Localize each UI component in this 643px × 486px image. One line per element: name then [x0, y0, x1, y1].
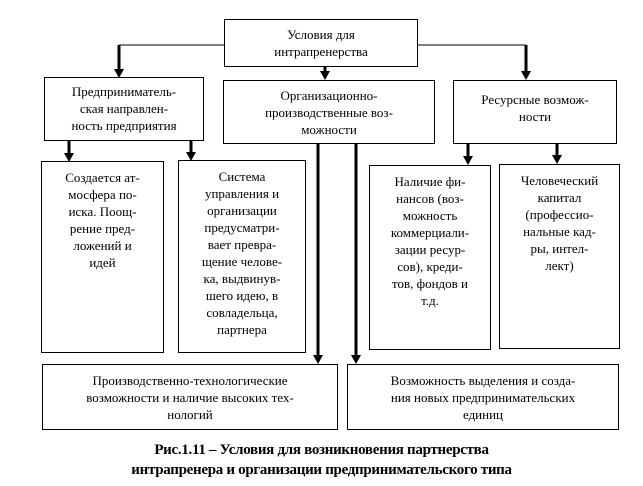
arrowhead [521, 71, 531, 80]
arrowhead [463, 156, 473, 165]
resource-opportunities-box: Ресурсные возмож- ности [453, 80, 617, 144]
arrowhead [552, 155, 562, 164]
search-atmosphere-box: Создается ат- мосфера по- иска. Поощ- ре… [41, 161, 164, 353]
finance-availability-box: Наличие фи- нансов (воз- можность коммер… [369, 165, 491, 350]
arrowhead [313, 355, 323, 364]
arrowhead [186, 152, 196, 161]
figure-caption: Рис.1.11 – Условия для возникновения пар… [131, 442, 512, 478]
organizational-production-box: Организационно- производственные воз- мо… [223, 80, 435, 144]
arrowhead [351, 355, 361, 364]
entrepreneurial-orientation-box: Предприниматель- ская направлен- ность п… [44, 77, 204, 141]
management-system-box: Система управления и организации предусм… [178, 160, 306, 353]
arrowhead [64, 153, 74, 162]
production-technology-box: Производственно-технологические возможно… [42, 364, 338, 430]
root-conditions-box: Условия для интрапренерства [224, 19, 418, 67]
arrowhead [114, 69, 124, 78]
arrowhead [320, 71, 330, 80]
new-units-box: Возможность выделения и созда- ния новых… [347, 364, 619, 430]
human-capital-box: Человеческий капитал (профессио- нальные… [499, 164, 620, 349]
